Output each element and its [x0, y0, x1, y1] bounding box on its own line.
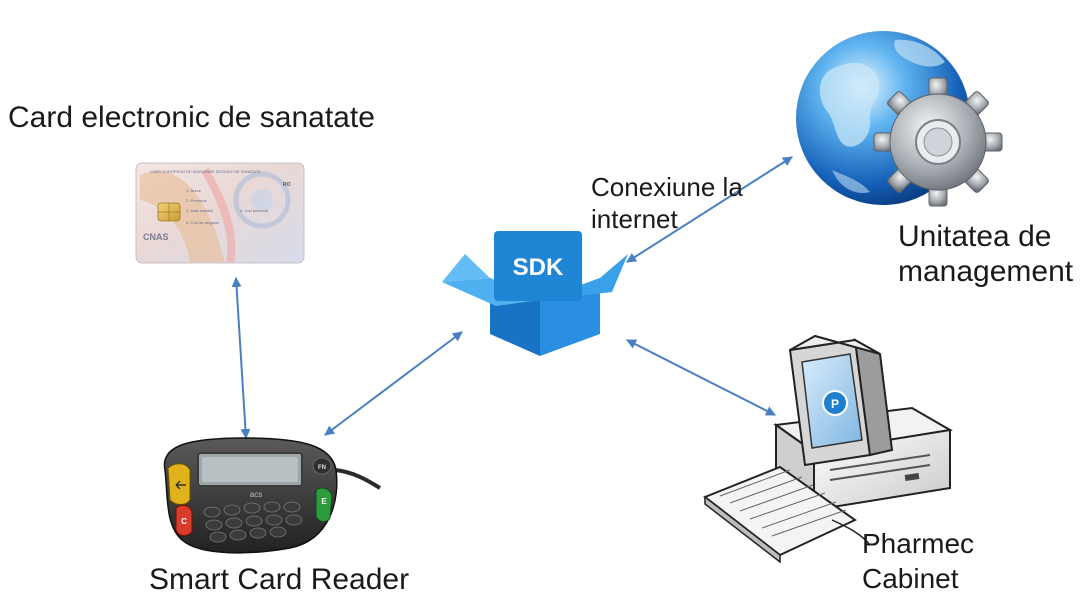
arrow-sdk-to-management	[626, 156, 793, 263]
card-reader-icon: FN C E acs	[163, 437, 382, 554]
pharmec-label-line2: Cabinet	[862, 563, 959, 594]
sdk-box-icon: SDK	[442, 231, 628, 356]
card-country: RO	[283, 182, 291, 188]
computer-icon: P	[703, 334, 953, 564]
reader-enter-key: E	[321, 497, 327, 506]
health-card-icon: CARD EUROPEAN DE ASIGURARI SOCIALE DE SA…	[135, 162, 305, 264]
card-field: 3. Data nasterii	[186, 208, 213, 213]
globe-gear-icon	[796, 31, 1003, 207]
reader-cancel-key: C	[181, 517, 187, 526]
arrow-sdk-to-pc	[626, 339, 776, 416]
arrow-card-to-reader	[231, 277, 251, 439]
health-card-label: Card electronic de sanatate	[8, 101, 375, 134]
card-field: 5. Cod de asigurat	[186, 220, 220, 225]
reader-brand: acs	[250, 490, 262, 499]
management-unit-label-line1: Unitatea de	[898, 220, 1052, 253]
card-field: 2. Prenume	[186, 198, 207, 203]
card-field: 1. Nume	[186, 188, 202, 193]
management-unit-label-line2: management	[898, 255, 1074, 288]
internet-connection-label-line1: Conexiune la	[591, 172, 743, 202]
pharmec-label-line1: Pharmec	[862, 528, 975, 559]
card-brand: CNAS	[143, 232, 169, 242]
internet-connection-label-line2: internet	[591, 204, 678, 234]
svg-text:P: P	[831, 397, 839, 411]
card-heading: CARD EUROPEAN DE ASIGURARI SOCIALE DE SA…	[150, 169, 261, 174]
arrow-reader-to-sdk	[324, 331, 463, 436]
sdk-label: SDK	[513, 254, 564, 281]
reader-fn-key: FN	[318, 465, 326, 471]
card-field: 4. Cod personal	[240, 208, 268, 213]
card-reader-label: Smart Card Reader	[149, 563, 410, 596]
